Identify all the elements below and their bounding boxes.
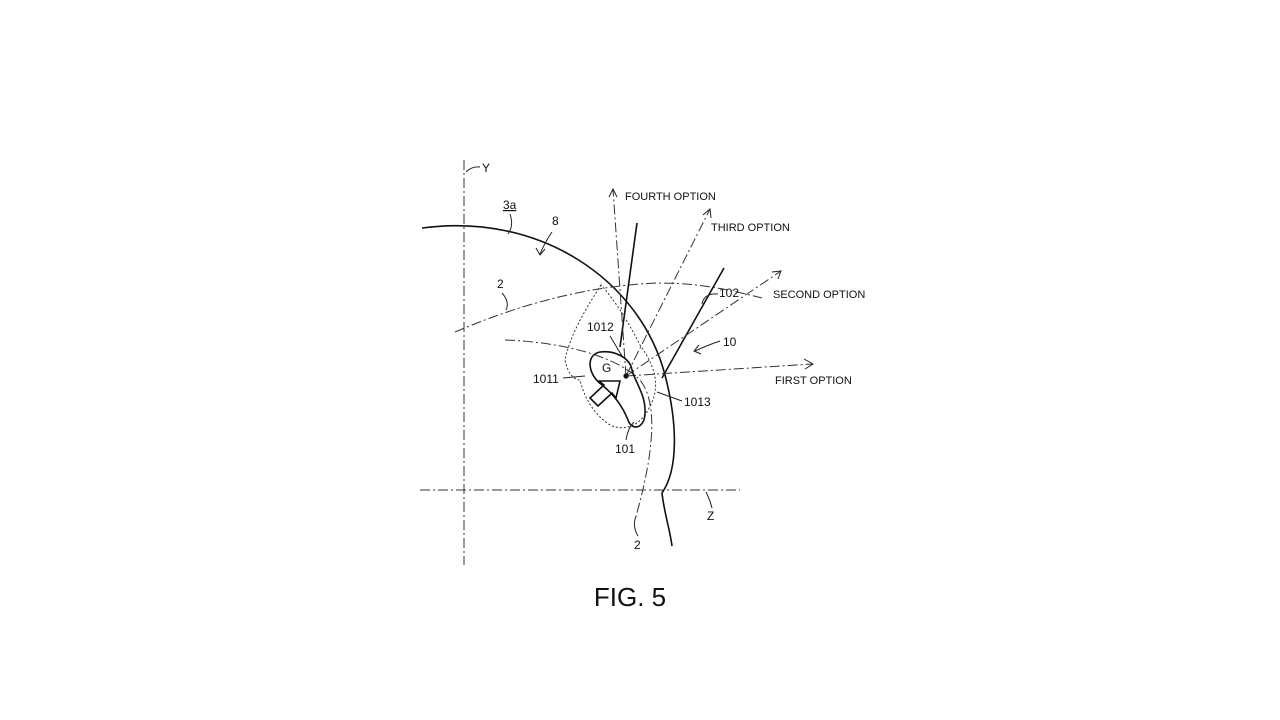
first-option-arrow — [625, 363, 813, 377]
second-option-label: SECOND OPTION — [773, 289, 865, 301]
second-option-arrowhead — [771, 270, 782, 280]
fourth-option-arrow — [612, 188, 627, 377]
ref-3a-leader — [507, 213, 513, 235]
ref-102-leader — [701, 293, 719, 305]
figure-caption: FIG. 5 — [594, 582, 666, 612]
third-option-label: THIRD OPTION — [711, 222, 790, 234]
y-axis-leader — [465, 166, 481, 173]
ref-2-top-label: 2 — [497, 277, 504, 291]
ref-1011-label: 1011 — [533, 372, 559, 386]
ref-2-top-leader — [501, 292, 508, 311]
curve-2-lower — [504, 339, 653, 521]
ref-10-arrowhead — [693, 344, 702, 355]
region-1011-outline — [564, 284, 657, 429]
ref-8-label: 8 — [552, 214, 559, 228]
curve-2-upper — [454, 282, 763, 333]
curve-3a — [421, 224, 676, 547]
line-left-solid — [619, 222, 638, 348]
ref-10-label: 10 — [723, 335, 737, 349]
region-1011-leader — [562, 375, 586, 379]
line-102-solid — [661, 267, 725, 379]
ref-10-arrow — [694, 340, 721, 352]
fourth-option-label: FOURTH OPTION — [625, 191, 716, 203]
ref-1012-leader — [609, 335, 623, 357]
ref-101-leader — [625, 421, 635, 441]
z-axis-leader — [705, 491, 713, 509]
force-block-arrow — [588, 380, 622, 408]
ref-2-bottom-leader — [633, 515, 639, 537]
ref-1012-label: 1012 — [587, 320, 614, 334]
ref-1013-label: 1013 — [684, 395, 711, 409]
body-101-outline — [589, 350, 646, 428]
ref-101-label: 101 — [615, 442, 635, 456]
point-g-label: G — [602, 361, 611, 375]
z-axis-label: Z — [707, 509, 714, 523]
point-g-dot — [623, 373, 629, 379]
first-option-arrowhead — [803, 358, 814, 370]
ref-8-arrow — [539, 231, 553, 255]
ref-1013-leader — [656, 391, 683, 402]
third-option-arrow — [625, 208, 711, 377]
ref-102-label: 102 — [719, 286, 739, 300]
ref-3a-label: 3a — [503, 198, 517, 212]
third-option-arrowhead — [702, 208, 712, 219]
first-option-label: FIRST OPTION — [775, 375, 852, 387]
second-option-arrow — [625, 270, 782, 377]
ref-8-arrowhead — [535, 247, 546, 256]
y-axis-label: Y — [482, 161, 490, 175]
fourth-option-arrowhead — [608, 187, 618, 198]
ref-2-bottom-label: 2 — [634, 538, 641, 552]
